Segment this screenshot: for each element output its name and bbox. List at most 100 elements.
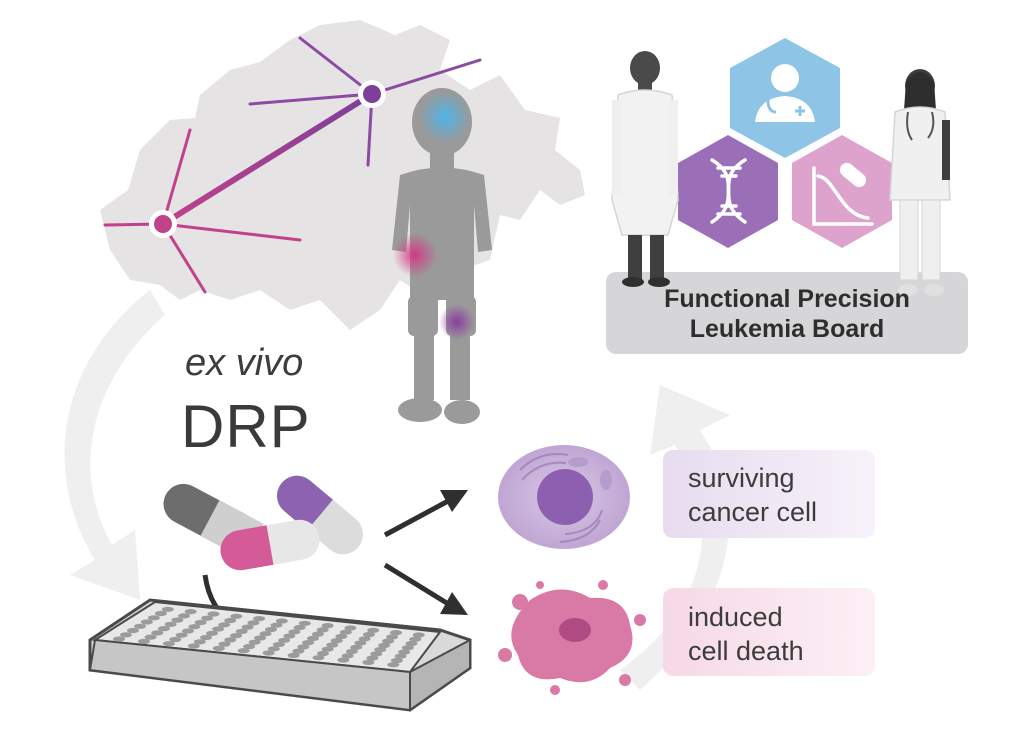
- arrow-to-death: [383, 562, 452, 608]
- well: [201, 615, 214, 621]
- death-label-line2: cell death: [688, 636, 804, 666]
- well: [147, 615, 160, 621]
- well: [247, 620, 260, 626]
- death-label-line1: induced: [688, 602, 783, 632]
- well: [243, 643, 256, 650]
- well: [270, 622, 283, 628]
- well: [302, 640, 315, 646]
- network-node-east-core: [363, 85, 381, 103]
- well: [178, 613, 190, 619]
- well: [401, 645, 414, 651]
- doctor-figure: [611, 51, 679, 287]
- well: [311, 631, 324, 637]
- well: [164, 621, 177, 628]
- well: [335, 633, 348, 640]
- well: [235, 628, 248, 635]
- well: [405, 640, 418, 647]
- pill-purple: [277, 475, 363, 555]
- well: [259, 631, 272, 637]
- well: [212, 645, 225, 652]
- well: [354, 640, 367, 646]
- well: [184, 609, 197, 615]
- well: [363, 631, 375, 638]
- surviving-label-box: [663, 450, 875, 538]
- well: [339, 629, 352, 635]
- well: [161, 606, 174, 612]
- surviving-cell: [498, 445, 630, 549]
- death-label-box: [663, 588, 875, 676]
- well: [151, 630, 164, 636]
- dying-cell: [498, 580, 646, 695]
- well: [345, 648, 358, 655]
- board-title-line2: Leukemia Board: [689, 315, 885, 343]
- well: [321, 623, 334, 629]
- well: [394, 653, 407, 659]
- well: [200, 634, 212, 641]
- ex-vivo-label: ex vivo: [185, 342, 304, 384]
- well: [171, 617, 184, 623]
- well: [253, 616, 266, 622]
- well: [409, 636, 422, 642]
- well: [262, 650, 275, 656]
- well: [330, 638, 343, 644]
- well: [326, 642, 339, 648]
- well: [113, 636, 125, 642]
- well: [158, 626, 170, 632]
- well: [144, 634, 157, 640]
- network-node-west-core: [154, 215, 172, 233]
- well: [241, 624, 254, 630]
- well: [140, 619, 153, 625]
- well: [237, 648, 250, 654]
- well: [316, 627, 329, 633]
- well: [224, 637, 237, 643]
- well: [390, 630, 402, 636]
- well: [187, 643, 200, 649]
- well: [248, 639, 261, 645]
- well: [134, 623, 146, 629]
- well: [162, 641, 175, 647]
- well: [288, 629, 301, 635]
- head-glow: [419, 91, 471, 143]
- well: [344, 625, 357, 631]
- well: [230, 633, 243, 639]
- well: [283, 633, 296, 639]
- well: [366, 655, 379, 661]
- hip-glow: [393, 233, 437, 277]
- well: [207, 611, 220, 617]
- well: [138, 638, 150, 645]
- well: [321, 646, 334, 652]
- well: [169, 636, 182, 643]
- well: [272, 641, 285, 648]
- well: [194, 619, 207, 626]
- well: [382, 638, 395, 644]
- well: [367, 627, 380, 633]
- well: [374, 647, 387, 653]
- arrow-to-death-head: [440, 592, 468, 615]
- nurse-figure: [889, 69, 951, 296]
- knee-glow: [439, 304, 475, 340]
- well-grid: [113, 606, 425, 668]
- well: [390, 657, 403, 664]
- board-title-line1: Functional Precision: [664, 285, 910, 313]
- switzerland-map: [100, 20, 585, 330]
- arrow-to-surviving: [383, 497, 452, 538]
- well: [378, 642, 391, 649]
- well: [293, 624, 306, 631]
- well: [120, 632, 132, 638]
- well: [206, 630, 218, 636]
- arrow-to-surviving-head: [440, 490, 468, 512]
- well: [292, 648, 305, 654]
- well: [386, 634, 399, 640]
- well: [267, 646, 280, 652]
- board-banner: [606, 272, 968, 354]
- surviving-label-line1: surviving: [688, 463, 795, 493]
- well: [317, 650, 329, 657]
- surviving-label-line2: cancer cell: [688, 497, 818, 527]
- well: [230, 613, 243, 619]
- well: [224, 617, 237, 624]
- well: [175, 632, 188, 638]
- well: [212, 626, 225, 632]
- well: [127, 627, 139, 634]
- well-plate: [88, 598, 472, 712]
